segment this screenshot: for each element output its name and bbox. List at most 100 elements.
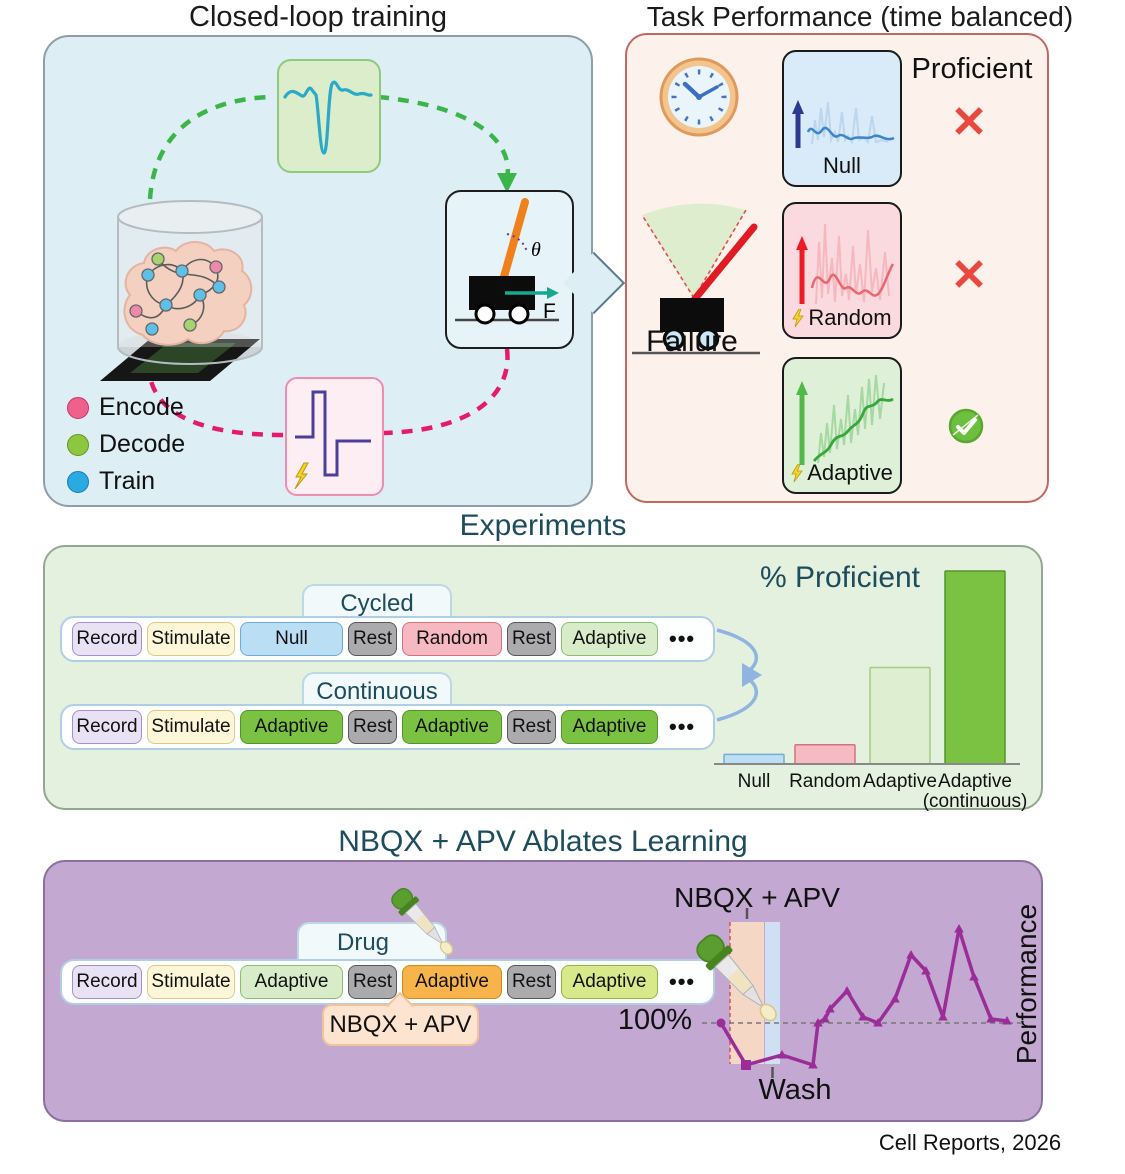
cartpole-icon: θ F [455,198,559,325]
bar-label: (continuous) [923,791,1028,812]
experiments-panel: Cycled Record Stimulate Null Rest Random… [43,545,1043,812]
track-box-random: Random [402,622,502,656]
dropper [693,924,785,1036]
track-box-adaptive-drug: Adaptive [402,965,502,999]
bar-group [723,570,1006,765]
adaptive-label: Adaptive [807,460,893,485]
proficient-label: Proficient [911,53,1033,85]
data-marker [842,986,852,995]
track-box-stimulate: Stimulate [147,710,235,744]
performance-axis-label: Performance [1011,903,1042,1065]
biphasic-pulse-icon [294,390,371,490]
data-marker [808,1060,818,1069]
closed-loop-title: Closed-loop training [189,1,447,33]
dropper-icon [696,934,777,1022]
data-marker [969,972,979,981]
legend-label: Encode [99,393,184,421]
loop-legend: Encode Decode Train [67,389,185,500]
track-box-stimulate: Stimulate [147,965,235,999]
force-label: F [543,300,556,323]
green-arrowhead-icon [497,173,517,193]
data-marker [813,1018,823,1027]
track-box-null: Null [240,622,343,656]
data-marker [954,924,964,933]
track-box-adaptive: Adaptive [561,710,658,744]
legend-item-train: Train [67,463,185,500]
dropper-icon [391,887,454,955]
track-box-record: Record [72,965,142,999]
failure-pictogram [632,203,764,361]
wash-label: Wash [758,1074,832,1106]
drug-annotation: NBQX + APV [674,882,840,913]
bar-1 [794,743,856,765]
track-box-rest: Rest [348,710,397,744]
tab-drug: Drug [297,922,447,962]
data-marker [825,1004,835,1013]
dish-icon [100,200,263,381]
adaptive-trace-icon [796,374,894,465]
lightning-icon [792,308,805,327]
continuous-track: Record Stimulate Adaptive Rest Adaptive … [60,704,715,750]
experiments-title: Experiments [459,509,627,542]
track-box-record: Record [72,622,142,656]
encode-dot-icon [67,396,89,419]
legend-label: Decode [99,430,186,458]
data-marker [820,1014,830,1023]
spike-waveform-box [277,59,381,173]
neural-dish [80,189,330,399]
track-box-rest: Rest [348,622,397,656]
tab-cycled: Cycled [302,584,452,622]
data-marker [890,994,900,1003]
proficient-chart-title: % Proficient [759,561,921,594]
bar-label: Null [738,771,771,792]
closed-loop-panel: θ F Encode Decode Train [43,35,593,507]
data-marker [858,1012,868,1021]
condition-label: Adaptive [784,460,900,486]
condition-box-adaptive: Adaptive [782,357,902,494]
proficient-check [947,407,985,445]
ellipsis-icon: ••• [669,714,696,739]
legend-label: Train [99,467,156,495]
encode-arrow-arc [382,348,510,436]
bar-3 [944,570,1006,765]
lightning-icon [294,462,309,490]
decode-arrow-arc2 [377,94,511,180]
theta-label: θ [531,239,541,261]
bar-2 [869,666,931,765]
condition-label: Null [784,153,900,179]
task-performance-panel: Proficient Null ✕ Rando [625,33,1049,503]
spike-waveform-icon [283,80,373,155]
random-trace-icon [796,223,895,305]
null-trace-icon [792,100,895,148]
lightning-icon [791,463,803,482]
clock [657,55,741,139]
track-box-rest: Rest [507,710,556,744]
bar-0 [723,753,785,765]
cycled-track: Record Stimulate Null Rest Random Rest A… [60,616,715,662]
train-dot-icon [67,470,89,493]
ellipsis-icon: ••• [669,969,696,994]
nbqx-callout: NBQX + APV [322,991,479,1046]
condition-label: Random [784,305,900,331]
decode-dot-icon [67,433,89,456]
failure-label: Failure [646,325,738,358]
condition-box-random: Random [782,202,902,339]
not-proficient-x-icon: ✕ [950,98,988,147]
track-box-rest: Rest [507,622,556,656]
condition-box-null: Null [782,50,902,187]
track-box-adaptive: Adaptive [240,965,343,999]
track-box-adaptive: Adaptive [240,710,343,744]
track-box-rest: Rest [507,965,556,999]
merge-arrow-icon [716,628,758,675]
decode-arrow-arc [147,94,271,200]
data-marker [938,1012,948,1021]
random-label: Random [808,305,892,330]
tab-continuous: Continuous [302,672,452,710]
not-proficient-x-icon: ✕ [950,251,988,300]
encode-arrow-arc2 [147,376,284,438]
data-marker [873,1018,883,1027]
cartpole-box: θ F [445,190,574,349]
track-box-adaptive: Adaptive [561,965,658,999]
